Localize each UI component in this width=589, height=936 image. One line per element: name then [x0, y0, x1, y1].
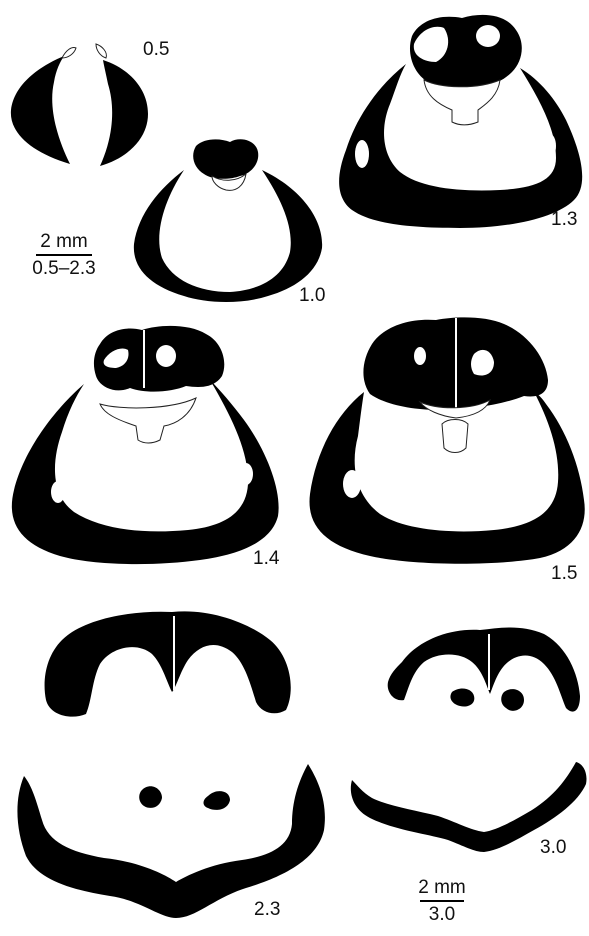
section-0-5 [11, 44, 148, 166]
scale-bar-lower-range: 3.0 [429, 904, 455, 925]
scale-bar-lower-line [420, 900, 464, 902]
scale-bar-lower-length: 2 mm [418, 877, 466, 898]
section-1-3 [339, 15, 582, 228]
section-2-3-upper [45, 611, 291, 716]
scale-bar-upper: 2 mm 0.5–2.3 [18, 232, 110, 279]
section-1-5 [310, 317, 585, 563]
section-label-0-5: 0.5 [143, 40, 169, 59]
section-label-1-4: 1.4 [253, 549, 279, 568]
section-label-1-3: 1.3 [551, 210, 577, 229]
section-label-3-0: 3.0 [540, 838, 566, 857]
section-2-3-lower [17, 764, 324, 918]
section-label-2-3: 2.3 [254, 900, 280, 919]
scale-bar-lower: 2 mm 3.0 [412, 878, 472, 925]
section-3-0-upper [388, 628, 580, 712]
scale-bar-upper-line [36, 254, 92, 256]
section-1-4 [12, 326, 279, 564]
section-label-1-5: 1.5 [551, 564, 577, 583]
section-1-0 [134, 139, 322, 302]
scale-bar-upper-range: 0.5–2.3 [32, 258, 95, 279]
section-label-1-0: 1.0 [299, 286, 325, 305]
scale-bar-upper-length: 2 mm [40, 231, 88, 252]
